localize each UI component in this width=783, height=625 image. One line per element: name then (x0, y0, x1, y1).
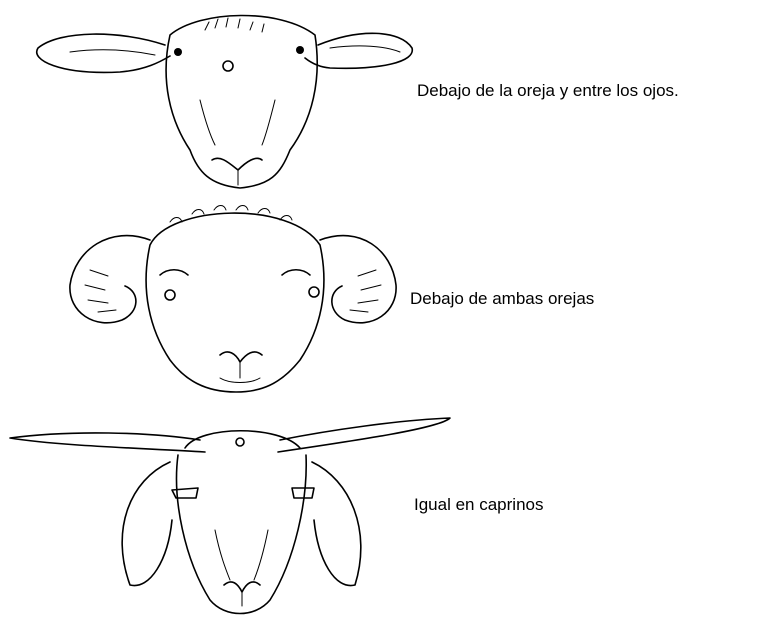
ram-caption: Debajo de ambas orejas (410, 288, 770, 310)
sheep-caption: Debajo de la oreja y entre los ojos. (417, 80, 777, 102)
goat-caption: Igual en caprinos (414, 494, 774, 516)
